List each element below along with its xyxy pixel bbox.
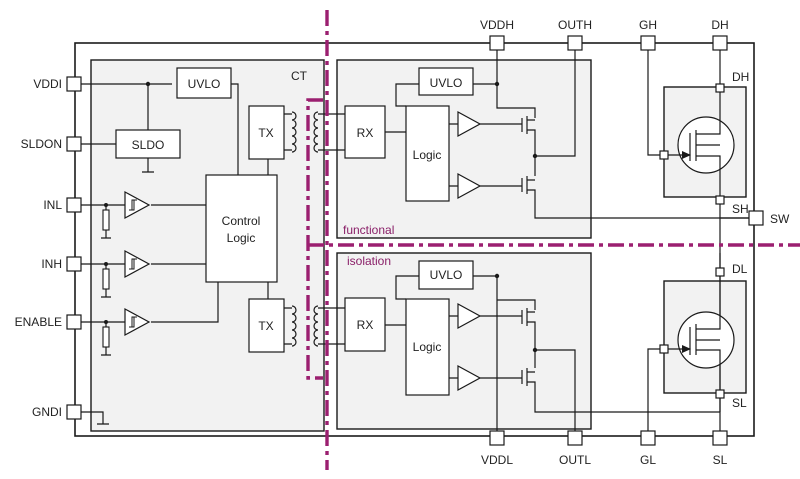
pin-gl [640, 430, 656, 446]
functional-note: functional [343, 223, 394, 237]
uvlo-input-block [176, 67, 232, 99]
control-logic-block [205, 174, 278, 283]
rx-high-label: RX [357, 126, 374, 140]
logic-block-low [405, 298, 450, 396]
tx-block-high [248, 105, 285, 160]
pin-vddi [66, 76, 82, 92]
pin-gndi [66, 404, 82, 420]
uvlo-low-block [418, 260, 474, 290]
pin-outh [567, 35, 583, 51]
uvlo-high-block [418, 67, 474, 96]
fet-label-dl: DL [732, 262, 748, 276]
sl-terminal [715, 389, 725, 399]
isolation-barrier-bracket [306, 98, 323, 380]
label-vddl: VDDL [481, 453, 513, 467]
pin-sw [748, 210, 764, 226]
pin-enable [66, 314, 82, 330]
pin-dh [712, 35, 728, 51]
label-sw: SW [770, 212, 790, 226]
label-enable: ENABLE [15, 315, 62, 329]
ct-label: CT [291, 69, 308, 83]
logic-low-label: Logic [413, 340, 442, 354]
label-gl: GL [640, 453, 656, 467]
label-dh: DH [711, 18, 728, 32]
label-outl: OUTL [559, 453, 591, 467]
gh-terminal [659, 150, 669, 160]
pin-gh [640, 35, 656, 51]
dh-terminal [715, 83, 725, 93]
control-logic-label-line2: Logic [227, 231, 256, 245]
sh-terminal [715, 195, 725, 205]
isolation-note: isolation [347, 254, 391, 268]
fet-label-dh: DH [732, 70, 749, 84]
uvlo-high-label: UVLO [430, 76, 463, 90]
rx-block-low [344, 297, 386, 352]
control-logic-label-line1: Control [222, 214, 261, 228]
label-gndi: GNDI [32, 405, 62, 419]
pin-inh [66, 256, 82, 272]
label-vddh: VDDH [480, 18, 514, 32]
pin-outl [567, 430, 583, 446]
label-gh: GH [639, 18, 657, 32]
label-sldon: SLDON [21, 137, 62, 151]
fet-label-sh: SH [732, 202, 749, 216]
pin-vddl [489, 430, 505, 446]
label-sl: SL [713, 453, 728, 467]
label-outh: OUTH [558, 18, 592, 32]
uvlo-input-label: UVLO [188, 77, 221, 91]
uvlo-low-label: UVLO [430, 268, 463, 282]
tx-high-label: TX [258, 126, 273, 140]
label-inh: INH [41, 257, 62, 271]
logic-block-high [405, 105, 450, 202]
dl-terminal [715, 267, 725, 277]
pin-inl [66, 197, 82, 213]
logic-high-label: Logic [413, 148, 442, 162]
gl-terminal [659, 344, 669, 354]
sldo-label: SLDO [132, 138, 165, 152]
pin-sldon [66, 136, 82, 152]
fet-label-sl: SL [732, 396, 747, 410]
tx-block-low [248, 298, 285, 353]
rx-low-label: RX [357, 318, 374, 332]
tx-low-label: TX [258, 319, 273, 333]
pin-sl [712, 430, 728, 446]
label-inl: INL [43, 198, 62, 212]
pin-vddh [489, 35, 505, 51]
label-vddi: VDDI [33, 77, 62, 91]
